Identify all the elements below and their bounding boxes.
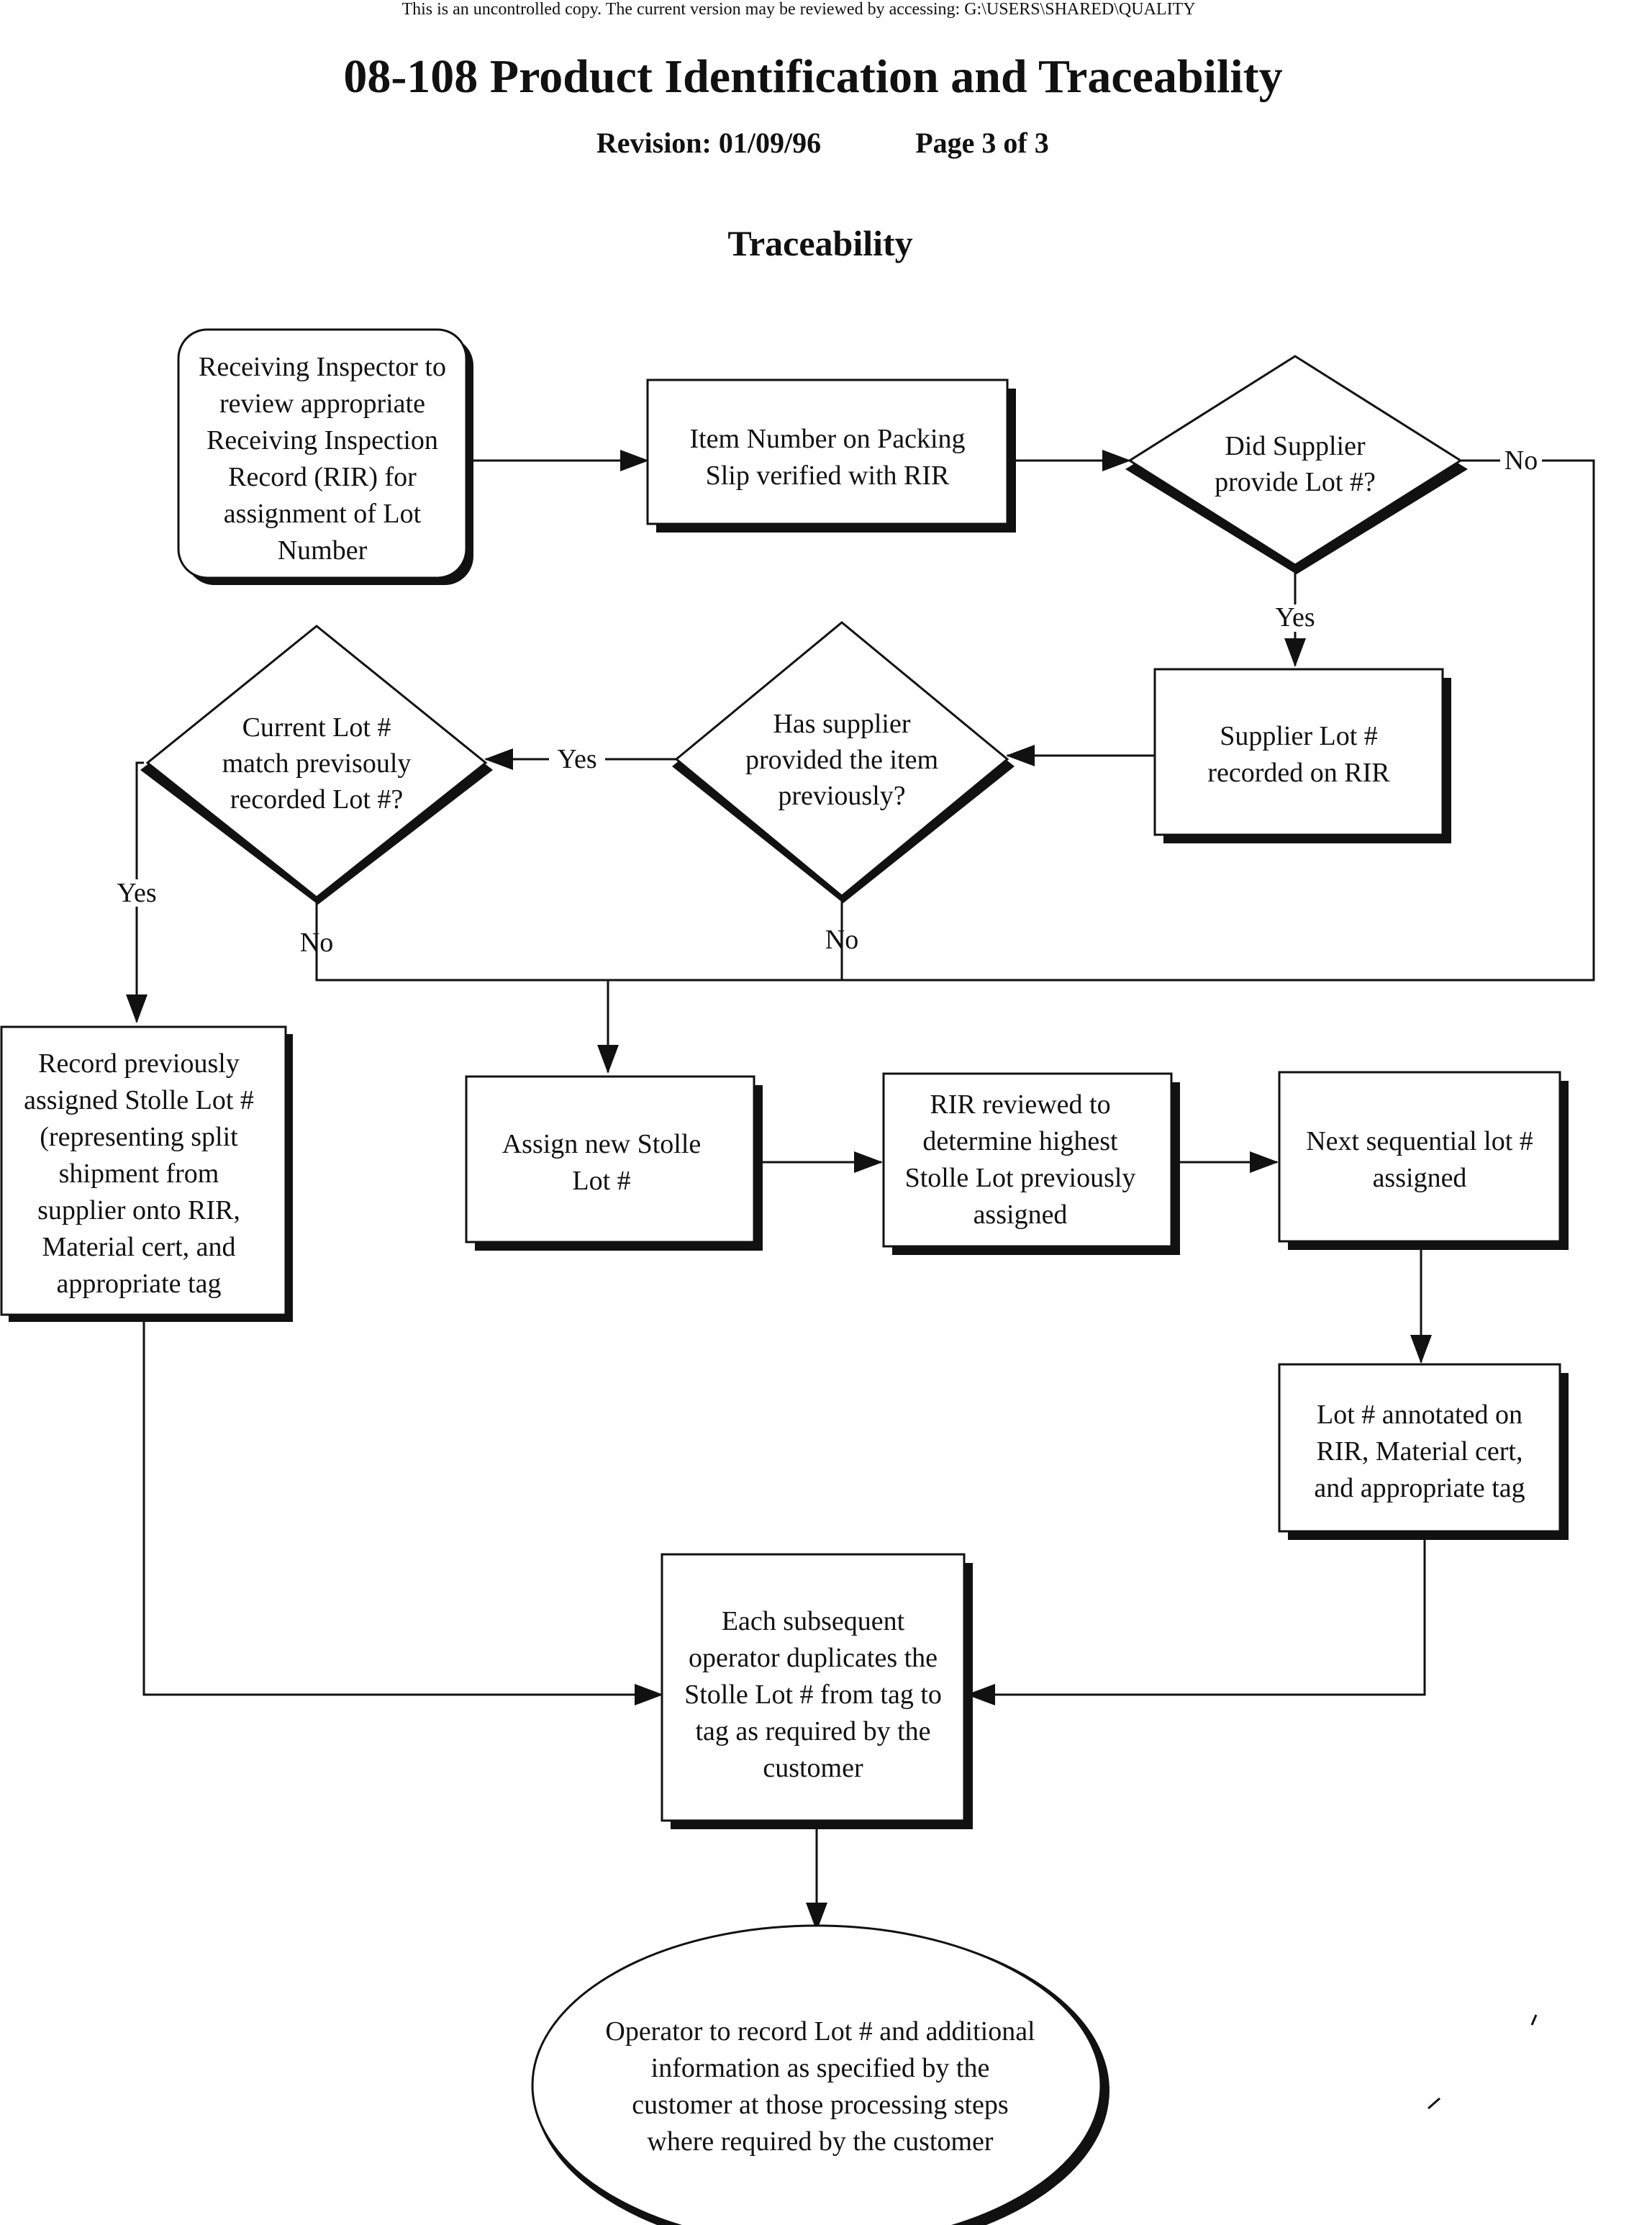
each-subsequent-box: Each subsequent operator duplicates the …: [661, 1553, 973, 1829]
record-prev-line: assigned Stolle Lot #: [24, 1085, 254, 1115]
scan-mark: [1530, 2014, 1538, 2026]
start-node: Receiving Inspector to review appropriat…: [177, 328, 473, 585]
each-subsequent-line: tag as required by the: [695, 1716, 930, 1746]
decision-match-line: match previsouly: [222, 748, 412, 779]
label-yes-match: Yes: [117, 878, 156, 908]
decision-match-line: Current Lot #: [242, 712, 391, 743]
revision-text: Revision: 01/09/96: [596, 127, 821, 159]
record-prev-line: supplier onto RIR,: [37, 1195, 240, 1225]
end-line: information as specified by the: [651, 2053, 990, 2083]
assign-new-line: Assign new Stolle: [502, 1129, 702, 1159]
packing-slip-box: Item Number on Packing Slip verified wit…: [646, 379, 1016, 533]
record-prev-line: (representing split: [40, 1122, 238, 1152]
start-line: Receiving Inspection: [206, 425, 438, 456]
start-node-text: Receiving Inspector to review appropriat…: [199, 352, 446, 566]
connector-q3-no: [315, 896, 842, 982]
scan-mark: [1428, 2097, 1440, 2110]
label-no-match: No: [300, 928, 333, 958]
header-notice: This is an uncontrolled copy. The curren…: [401, 0, 1195, 19]
label-no-prev: No: [825, 925, 858, 955]
rir-reviewed-box: RIR reviewed to determine highest Stolle…: [882, 1072, 1180, 1255]
record-prev-line: shipment from: [59, 1159, 219, 1189]
connector-labels: No Yes Yes No Yes No: [108, 445, 1542, 958]
supplier-lot-line: recorded on RIR: [1207, 758, 1390, 788]
next-seq-line: assigned: [1373, 1163, 1467, 1193]
packing-line: Slip verified with RIR: [706, 461, 950, 491]
label-yes-supplier: Yes: [1275, 602, 1315, 633]
decision-match-line: recorded Lot #?: [230, 784, 404, 815]
record-prev-line: Record previously: [38, 1048, 240, 1079]
start-line: review appropriate: [219, 389, 425, 419]
decision-prev-line: provided the item: [745, 745, 938, 775]
supplier-lot-box: Supplier Lot # recorded on RIR: [1153, 668, 1451, 843]
next-sequential-box: Next sequential lot # assigned: [1278, 1071, 1569, 1250]
each-subsequent-line: customer: [763, 1753, 863, 1783]
lot-annotated-box: Lot # annotated on RIR, Material cert, a…: [1278, 1363, 1569, 1540]
record-prev-line: Material cert, and: [42, 1232, 235, 1262]
page-title: 08-108 Product Identification and Tracea…: [343, 50, 1282, 103]
rir-reviewed-line: assigned: [974, 1200, 1068, 1230]
rir-reviewed-line: Stolle Lot previously: [905, 1163, 1136, 1193]
decision-supplier-lot: Did Supplier provide Lot #?: [1125, 355, 1468, 574]
annotated-line: and appropriate tag: [1314, 1473, 1525, 1503]
section-title: Traceability: [727, 223, 912, 263]
rir-reviewed-line: RIR reviewed to: [930, 1089, 1110, 1120]
start-line: Receiving Inspector to: [199, 352, 446, 382]
supplier-lot-line: Supplier Lot #: [1220, 721, 1378, 751]
decision-supplier-lot-line: Did Supplier: [1225, 431, 1366, 461]
connector-annotated-to-each: [966, 1533, 1426, 1705]
record-previous-box: Record previously assigned Stolle Lot # …: [0, 1025, 293, 1322]
each-subsequent-line: Stolle Lot # from tag to: [684, 1680, 942, 1710]
annotated-line: Lot # annotated on: [1317, 1400, 1522, 1430]
annotated-line: RIR, Material cert,: [1316, 1436, 1522, 1467]
page-number: Page 3 of 3: [915, 127, 1049, 159]
label-no-supplier: No: [1504, 445, 1538, 476]
assign-new-lot-box: Assign new Stolle Lot #: [465, 1075, 763, 1251]
label-yes-prev: Yes: [557, 744, 596, 774]
assign-new-line: Lot #: [572, 1166, 630, 1196]
next-seq-line: Next sequential lot #: [1306, 1126, 1533, 1156]
connector-record-to-each: [142, 1320, 663, 1705]
end-line: customer at those processing steps: [632, 2090, 1008, 2120]
decision-lot-match: Current Lot # match previsouly recorded …: [140, 625, 493, 905]
rir-reviewed-line: determine highest: [922, 1126, 1118, 1156]
each-subsequent-line: Each subsequent: [722, 1606, 905, 1636]
decision-prev-line: previously?: [778, 781, 905, 811]
end-line: where required by the customer: [647, 2126, 993, 2157]
decision-prev-supplied: Has supplier provided the item previousl…: [672, 621, 1015, 903]
packing-line: Item Number on Packing: [689, 424, 965, 454]
start-line: assignment of Lot: [224, 499, 422, 529]
start-line: Number: [278, 535, 368, 566]
end-line: Operator to record Lot # and additional: [605, 2016, 1035, 2047]
decision-supplier-lot-line: provide Lot #?: [1215, 467, 1376, 497]
each-subsequent-line: operator duplicates the: [689, 1643, 938, 1673]
start-line: Record (RIR) for: [228, 462, 417, 492]
record-prev-line: appropriate tag: [57, 1269, 222, 1299]
connector-q3-yes: [126, 761, 148, 1023]
end-node: Operator to record Lot # and additional …: [531, 1924, 1109, 2225]
decision-prev-line: Has supplier: [773, 709, 910, 739]
